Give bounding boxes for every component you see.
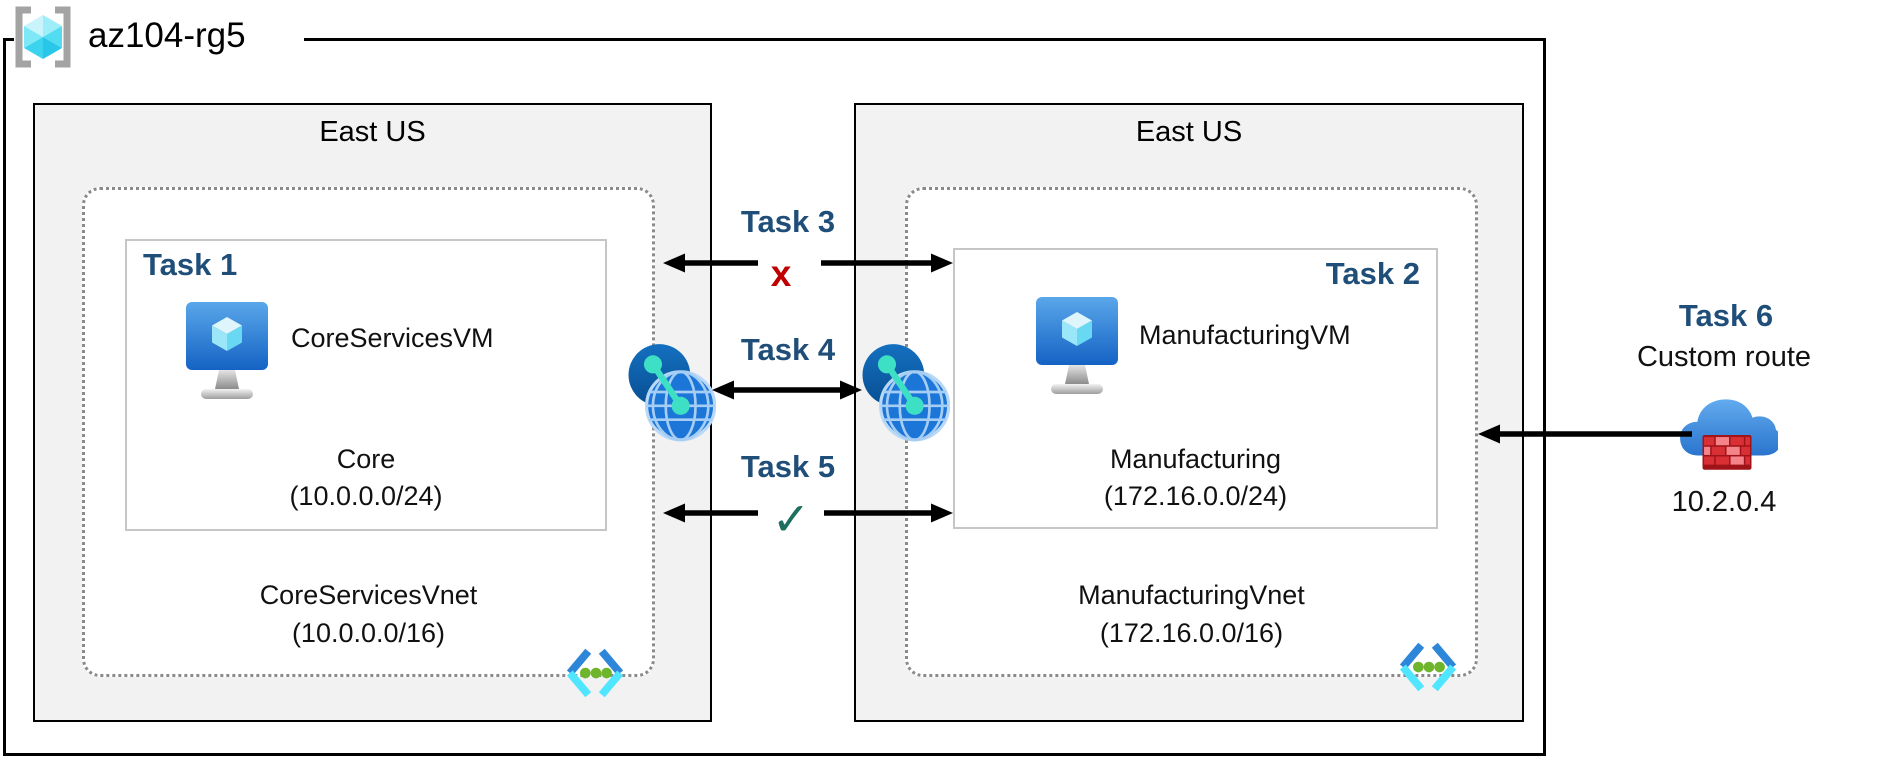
region-name-left: East US: [319, 116, 426, 148]
subnet-name-left: Core: [336, 444, 396, 474]
subnet-box-core: Task 1 CoreServicesVM Core (10.0.0.0/24): [125, 239, 607, 531]
subnet-cidr-right: (172.16.0.0/24): [1103, 481, 1288, 511]
vnet-label-right: ManufacturingVnet (172.16.0.0/16): [908, 576, 1475, 652]
custom-route-title: Custom route: [1636, 341, 1812, 373]
task5-label: Task 5: [740, 449, 836, 484]
subnet-cidr-left: (10.0.0.0/24): [289, 481, 443, 511]
vm-icon-coreservices: [186, 302, 268, 399]
vnet-name-right: ManufacturingVnet: [1078, 580, 1305, 610]
task1-label: Task 1: [143, 247, 238, 282]
vnet-label-left: CoreServicesVnet (10.0.0.0/16): [85, 576, 652, 652]
cloud-firewall-icon: [1680, 399, 1778, 470]
resource-group-boundary: [3, 38, 1546, 756]
region-box-right: East US Task 2 ManufacturingVM Manufactu…: [854, 103, 1524, 722]
task6-label: Task 6: [1678, 298, 1774, 333]
vm-name-right: ManufacturingVM: [1139, 320, 1351, 350]
vnet-cidr-left: (10.0.0.0/16): [291, 618, 446, 648]
task2-label: Task 2: [1325, 256, 1420, 291]
region-name-right: East US: [1135, 116, 1243, 148]
resource-group-icon: [15, 6, 71, 68]
subnet-label-right: Manufacturing (172.16.0.0/24): [955, 441, 1436, 515]
vnet-box-coreservices: Task 1 CoreServicesVM Core (10.0.0.0/24)…: [82, 187, 655, 698]
subnet-box-manufacturing: Task 2 ManufacturingVM Manufacturing (17…: [953, 248, 1438, 529]
vnet-icon-right: [1399, 642, 1457, 692]
vnet-name-left: CoreServicesVnet: [259, 580, 478, 610]
allowed-check-mark: ✓: [771, 493, 811, 545]
custom-route-ip: 10.2.0.4: [1671, 486, 1777, 518]
task3-label: Task 3: [740, 204, 836, 239]
vnet-box-manufacturing: Task 2 ManufacturingVM Manufacturing (17…: [905, 187, 1478, 692]
vm-icon-manufacturing: [1036, 297, 1118, 394]
vm-name-left: CoreServicesVM: [291, 323, 494, 353]
resource-group-title-gap: [14, 27, 304, 51]
task4-label: Task 4: [740, 332, 836, 367]
peering-icon-left: [628, 344, 716, 442]
subnet-label-left: Core (10.0.0.0/24): [127, 441, 605, 515]
vnet-icon-left: [566, 648, 624, 698]
region-box-left: East US Task 1 CoreServicesVM Core (10.0…: [33, 103, 712, 722]
blocked-x-mark: x: [770, 253, 792, 294]
vnet-cidr-right: (172.16.0.0/16): [1099, 618, 1284, 648]
resource-group-name: az104-rg5: [88, 16, 246, 55]
subnet-name-right: Manufacturing: [1109, 444, 1282, 474]
peering-icon-right: [862, 344, 950, 442]
